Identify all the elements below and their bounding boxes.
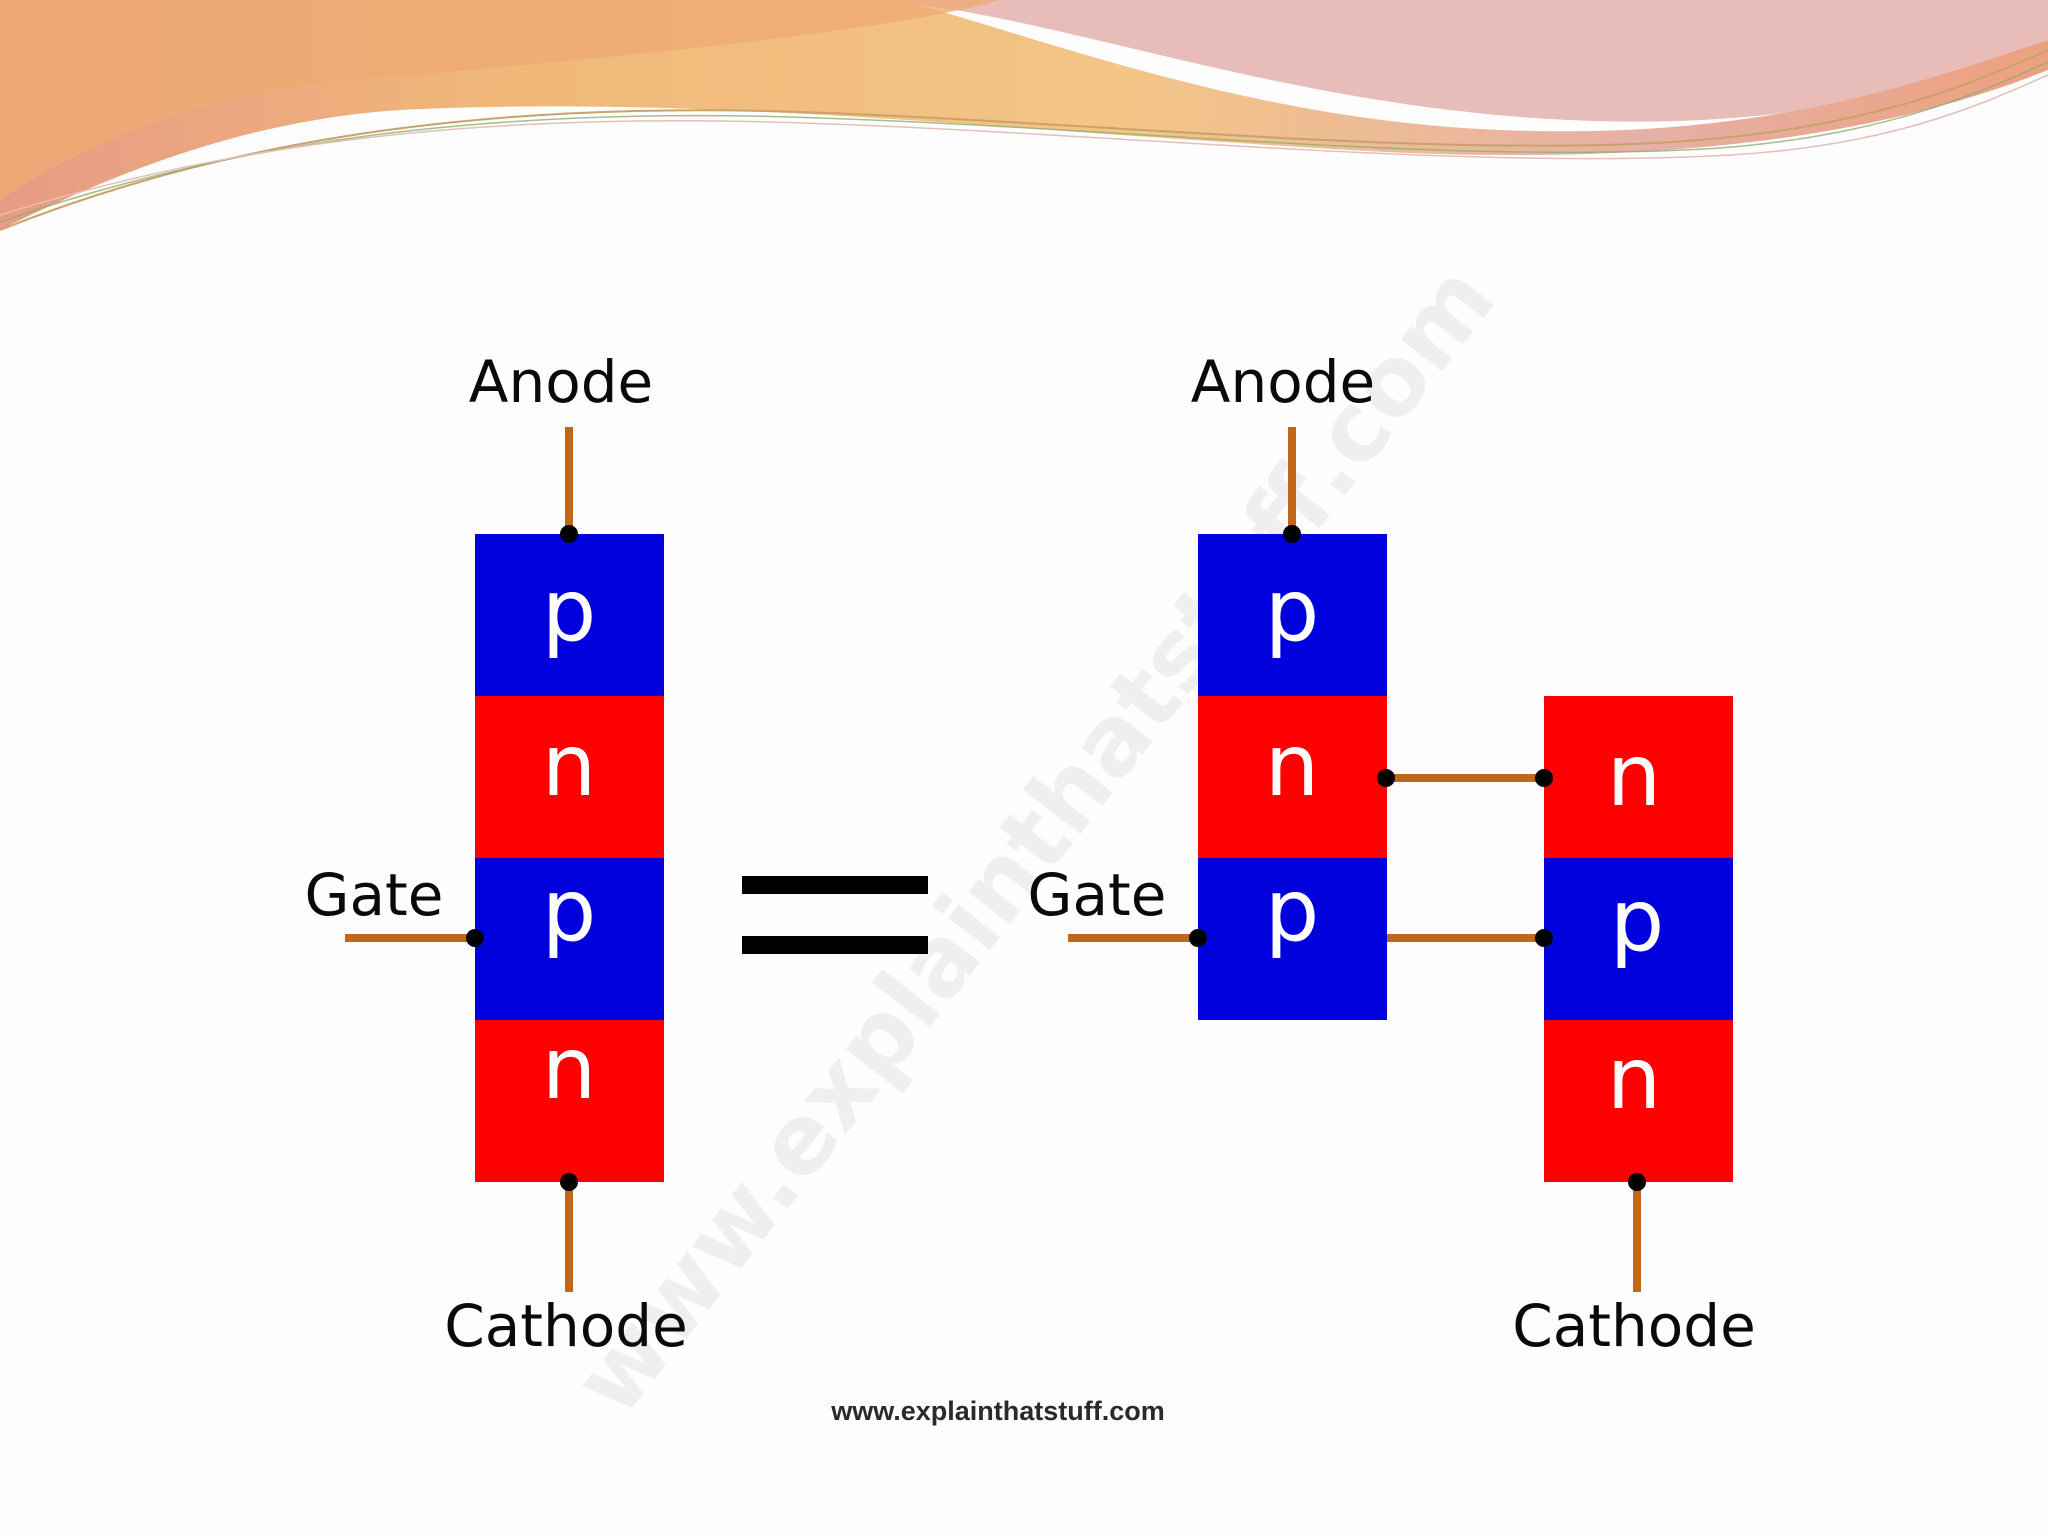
right-upper-layer-1 bbox=[1198, 534, 1387, 696]
right-lower-layer-2 bbox=[1544, 858, 1733, 1020]
right-upper-layer-3-label: p bbox=[1265, 861, 1320, 961]
left-layer-1-label: p bbox=[542, 561, 597, 661]
right-anode-dot bbox=[1283, 525, 1301, 543]
left-layer-4 bbox=[475, 1020, 664, 1182]
left-device: p n p n Anode Gate Cathode bbox=[305, 348, 688, 1360]
right-device: p n p n p n Anode Gate Cathode bbox=[1028, 348, 1756, 1360]
left-layer-1 bbox=[475, 534, 664, 696]
right-cathode-label: Cathode bbox=[1512, 1292, 1756, 1360]
right-lower-layer-3 bbox=[1544, 1020, 1733, 1182]
right-anode-label: Anode bbox=[1191, 348, 1375, 416]
right-upper-layer-3 bbox=[1198, 858, 1387, 1020]
left-layer-3 bbox=[475, 858, 664, 1020]
right-upper-layer-2-label: n bbox=[1265, 716, 1320, 816]
left-anode-dot bbox=[560, 525, 578, 543]
right-link-n-dot-left bbox=[1377, 769, 1395, 787]
right-link-n-dot-right bbox=[1535, 769, 1553, 787]
right-gate-label: Gate bbox=[1028, 861, 1167, 929]
right-lower-layer-3-label: n bbox=[1607, 1029, 1662, 1129]
right-link-p-dot-right bbox=[1535, 929, 1553, 947]
left-gate-label: Gate bbox=[305, 861, 444, 929]
left-gate-dot bbox=[466, 929, 484, 947]
left-layer-4-label: n bbox=[542, 1019, 597, 1119]
right-gate-dot bbox=[1189, 929, 1207, 947]
left-layer-2 bbox=[475, 696, 664, 858]
right-upper-layer-1-label: p bbox=[1265, 561, 1320, 661]
right-cathode-dot bbox=[1628, 1173, 1646, 1191]
left-anode-label: Anode bbox=[469, 348, 653, 416]
right-lower-layer-1-label: n bbox=[1607, 726, 1662, 826]
left-cathode-dot bbox=[560, 1173, 578, 1191]
left-cathode-label: Cathode bbox=[444, 1292, 688, 1360]
left-layer-3-label: p bbox=[542, 861, 597, 961]
right-lower-layer-1 bbox=[1544, 696, 1733, 858]
left-layer-2-label: n bbox=[542, 716, 597, 816]
equals-sign bbox=[742, 876, 928, 954]
right-upper-layer-2 bbox=[1198, 696, 1387, 858]
source-credit: www.explainthatstuff.com bbox=[830, 1396, 1165, 1426]
right-lower-layer-2-label: p bbox=[1610, 871, 1665, 971]
header-wave bbox=[0, 0, 2048, 231]
